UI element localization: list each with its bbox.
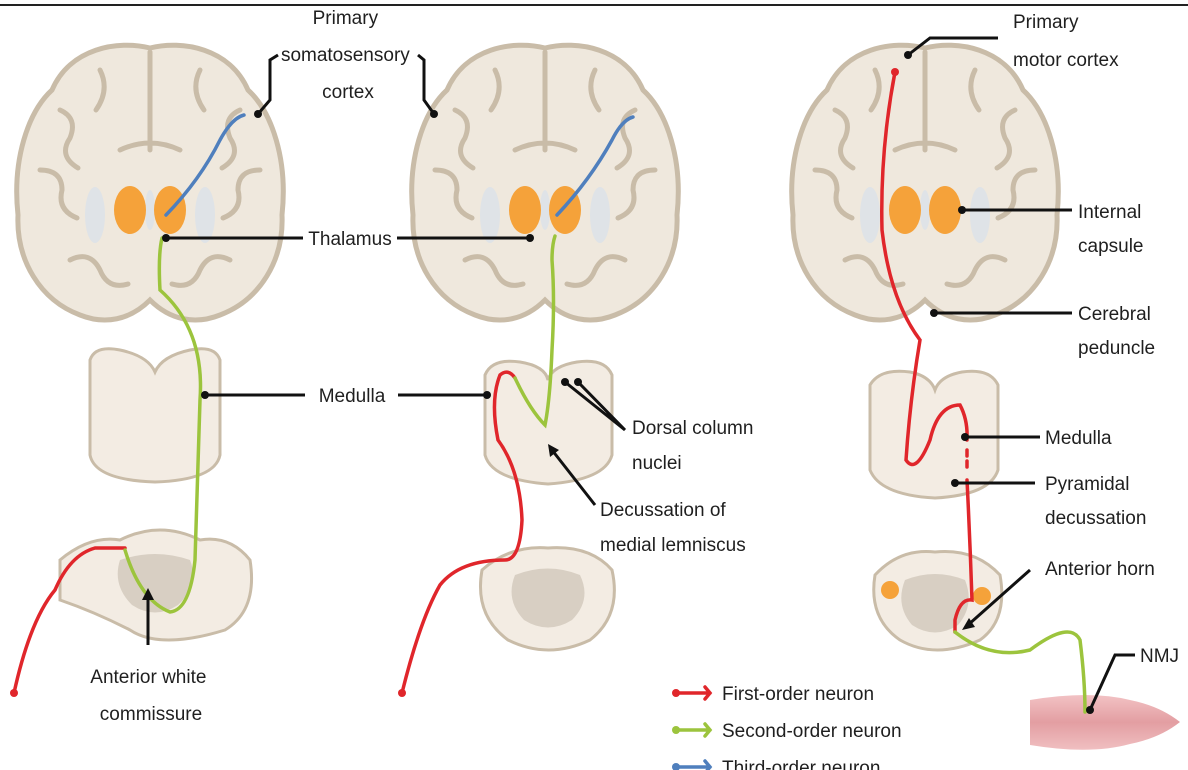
medulla-section-3 xyxy=(870,371,998,498)
panel-3-pathway xyxy=(792,45,1180,750)
label-anterior-horn: Anterior horn xyxy=(1045,559,1155,580)
legend-swatch xyxy=(676,687,710,699)
pin xyxy=(526,234,534,242)
legend-swatch-dot xyxy=(672,726,680,734)
pin xyxy=(162,234,170,242)
pin xyxy=(951,479,959,487)
panel-2-pathway xyxy=(398,45,678,697)
pin xyxy=(930,309,938,317)
legend-label: First-order neuron xyxy=(722,684,874,705)
label-medulla-right: Medulla xyxy=(1045,428,1112,449)
label-primary-motor-cortex: Primary motor cortex xyxy=(1013,12,1119,71)
pin xyxy=(430,110,438,118)
label-medulla-left: Medulla xyxy=(319,386,386,407)
pin xyxy=(958,206,966,214)
pin xyxy=(254,110,262,118)
legend-swatch xyxy=(676,724,710,736)
motor-cortex-soma xyxy=(891,68,899,76)
label-dorsal-column-nuclei: Dorsal column nuclei xyxy=(632,418,759,474)
label-anterior-white-commissure: Anterior white commissure xyxy=(90,667,211,725)
label-nmj: NMJ xyxy=(1140,646,1179,667)
anterior-horn-right xyxy=(973,587,991,605)
legend-swatch xyxy=(676,761,710,770)
pin xyxy=(201,391,209,399)
label-primary-somatosensory-cortex: Primary somatosensory cortex xyxy=(281,8,415,103)
receptor-dot-1 xyxy=(10,689,18,697)
label-decussation-medial-lemniscus: Decussation of medial lemniscus xyxy=(600,500,746,556)
legend-item: Second-order neuron xyxy=(672,721,902,742)
brain-coronal-2 xyxy=(412,45,679,320)
medulla-section-2 xyxy=(485,361,612,484)
pin xyxy=(483,391,491,399)
receptor-dot-2 xyxy=(398,689,406,697)
label-cerebral-peduncle: Cerebral peduncle xyxy=(1078,304,1156,359)
legend-label: Second-order neuron xyxy=(722,721,902,742)
legend-swatch-dot xyxy=(672,763,680,770)
legend-item: Third-order neuron xyxy=(672,758,880,770)
brain-coronal-3 xyxy=(792,45,1059,320)
legend-item: First-order neuron xyxy=(672,684,874,705)
pin xyxy=(904,51,912,59)
legend-swatch-dot xyxy=(672,689,680,697)
muscle xyxy=(1030,695,1180,750)
pin xyxy=(574,378,582,386)
pin xyxy=(1086,706,1094,714)
brain-coronal-1 xyxy=(17,45,284,320)
anterior-horn-left xyxy=(881,581,899,599)
spinal-gray-matter-3 xyxy=(901,574,968,633)
label-thalamus: Thalamus xyxy=(308,229,391,250)
top-rule xyxy=(0,4,1188,6)
legend-label: Third-order neuron xyxy=(722,758,880,770)
pin xyxy=(561,378,569,386)
label-pyramidal-decussation: Pyramidal decussation xyxy=(1045,474,1146,529)
label-internal-capsule: Internal capsule xyxy=(1078,202,1147,257)
pin xyxy=(961,433,969,441)
